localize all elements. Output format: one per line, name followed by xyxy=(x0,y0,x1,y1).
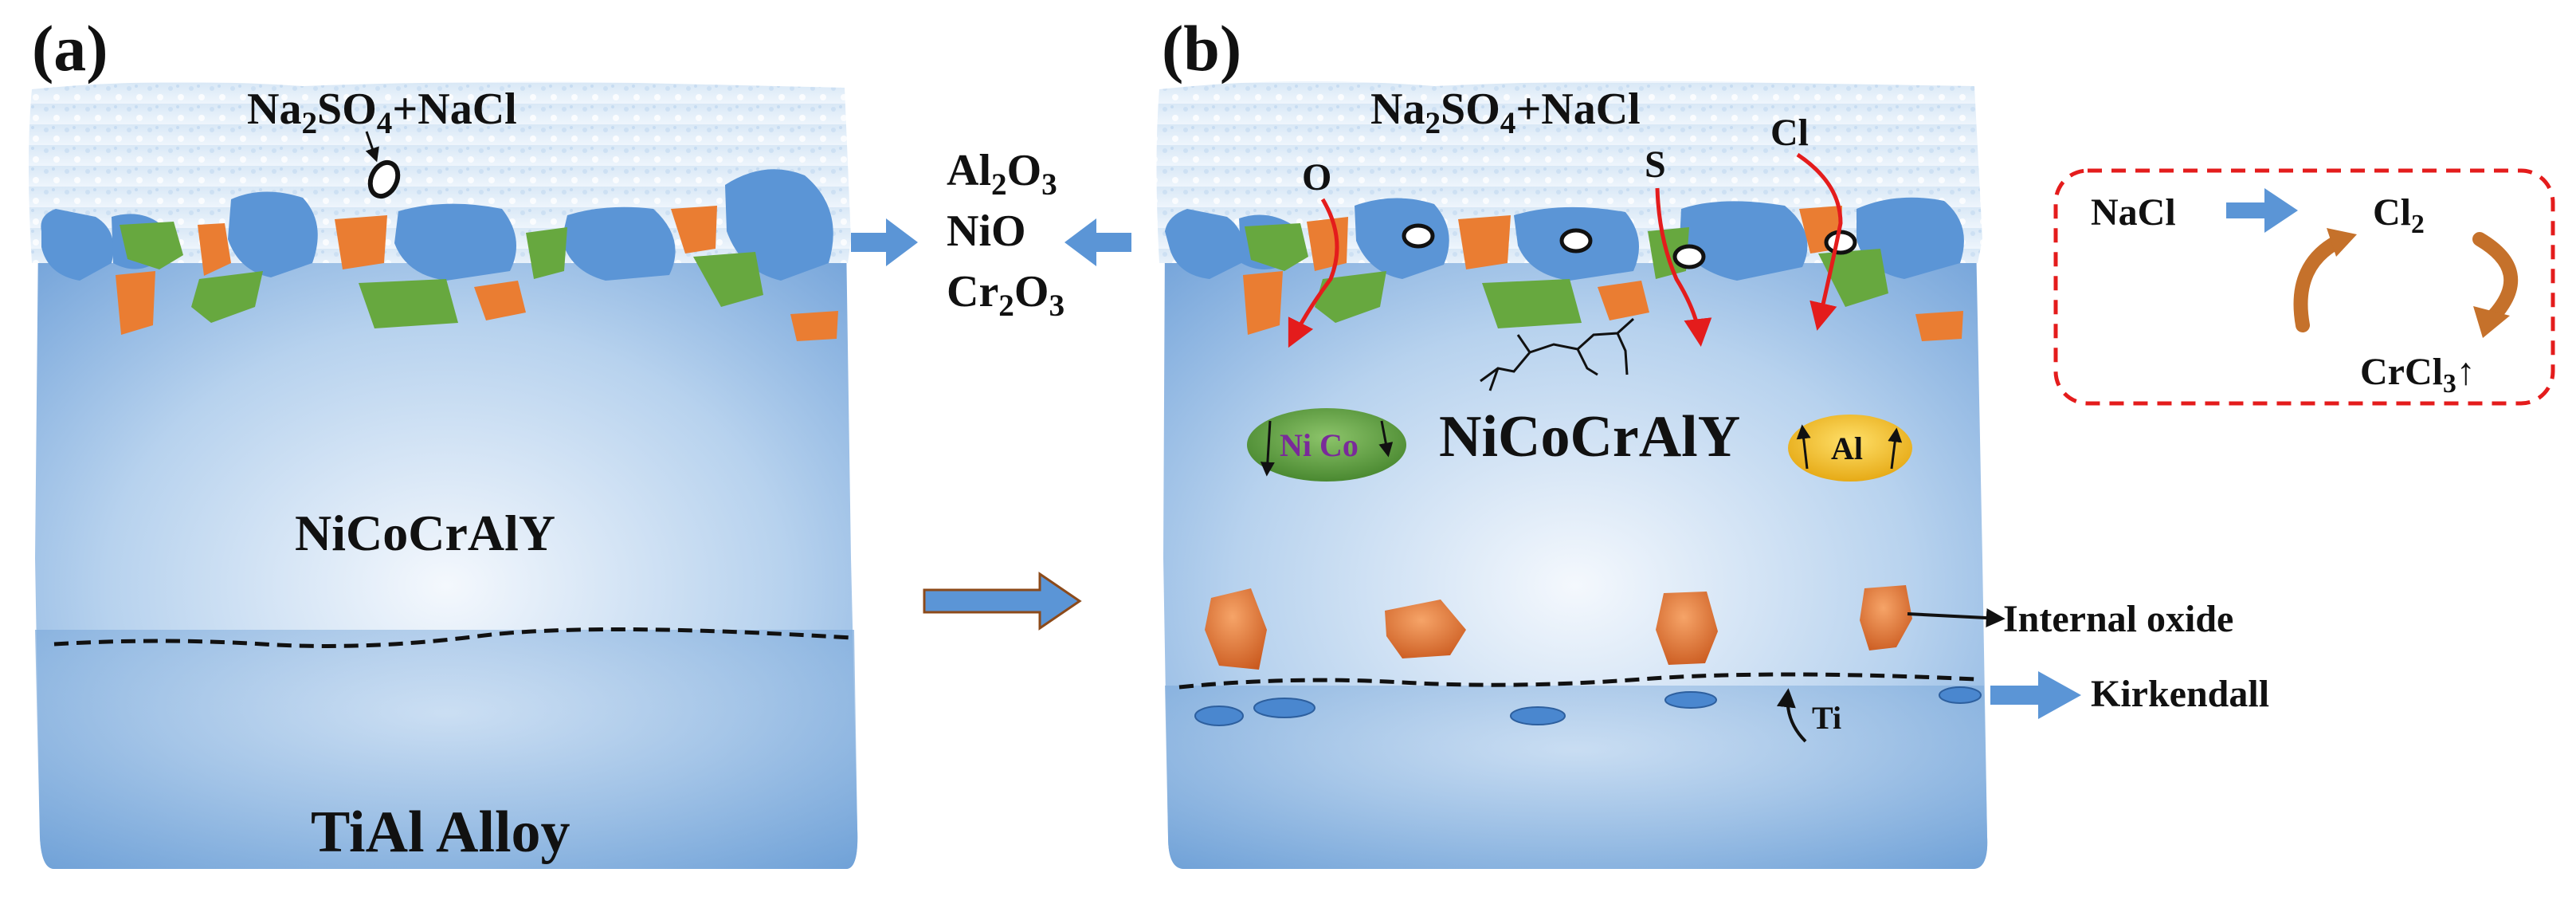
internal-oxide-label: Internal oxide xyxy=(2003,598,2233,640)
right-arrow-to-oxides xyxy=(851,218,918,266)
left-arrow-to-oxides xyxy=(1065,218,1131,266)
reaction-arrow xyxy=(2226,188,2298,233)
oxide-grain-orange xyxy=(1243,271,1283,335)
oxide-grain-blue xyxy=(562,206,676,281)
oxide-grain-green xyxy=(1818,249,1888,307)
oxide-grain-orange xyxy=(790,311,838,341)
reaction-crcl3: CrCl3↑ xyxy=(2360,351,2476,399)
panel-a-interface-line xyxy=(53,627,852,648)
ni-co-depletion-zone xyxy=(1247,408,1406,482)
species-o-label: O xyxy=(1302,156,1331,199)
oxide-void xyxy=(1672,244,1706,269)
panel-a-salt-label: Na2SO4+NaCl xyxy=(247,85,517,140)
transition-arrow xyxy=(923,572,1082,631)
chlorine-cycle-box: NaCl Cl2 CrCl3↑ xyxy=(2053,168,2555,406)
oxide-grain-green xyxy=(120,222,183,269)
internal-oxide-particle xyxy=(1656,592,1718,665)
species-cl-label: Cl xyxy=(1770,112,1809,154)
panel-a-substrate xyxy=(35,630,858,869)
oxide-grain-green xyxy=(693,252,763,307)
reaction-box-border xyxy=(2053,168,2555,406)
kirkendall-void xyxy=(1939,686,1982,704)
oxide-grain-orange xyxy=(1915,311,1963,341)
kirkendall-arrow xyxy=(1990,671,2081,719)
cycle-arrow-left-head xyxy=(2327,228,2357,257)
oxide-grain-green xyxy=(1482,279,1582,328)
oxide-void xyxy=(1559,228,1593,254)
oxide-grain-green xyxy=(191,271,263,323)
oxide-al2o3: Al2O3 xyxy=(947,146,1057,202)
al-label: Al xyxy=(1831,430,1863,466)
oxide-grain-green xyxy=(359,279,458,328)
cycle-arrow-right xyxy=(2472,232,2519,323)
panel-a: (a) Na2SO4+NaCl xyxy=(29,12,858,869)
oxide-grain-blue xyxy=(1355,198,1449,279)
panel-b: (b) xyxy=(1156,12,2269,869)
kirkendall-void xyxy=(1194,706,1244,726)
coating-crack xyxy=(1480,317,1635,391)
oxide-grain-blue xyxy=(1680,201,1808,281)
oxide-grain-orange xyxy=(474,281,526,320)
kirkendall-void xyxy=(1664,691,1717,709)
ti-label: Ti xyxy=(1812,700,1841,736)
oxide-nio: NiO xyxy=(947,206,1026,256)
panel-b-label: (b) xyxy=(1162,12,1241,85)
oxide-cr2o3: Cr2O3 xyxy=(947,267,1065,323)
internal-oxide-particle xyxy=(1860,585,1912,651)
panel-a-substrate-label: TiAl Alloy xyxy=(311,800,570,865)
panel-a-oxide-scale xyxy=(41,169,838,341)
oxide-grain-blue xyxy=(1857,197,1964,279)
species-s-label: S xyxy=(1645,143,1666,186)
ni-co-label: Ni Co xyxy=(1280,427,1359,463)
al-arrow-left xyxy=(1796,424,1811,470)
panel-b-substrate xyxy=(1165,686,1988,869)
oxide-grain-blue xyxy=(394,203,516,281)
cycle-arrow-right-head xyxy=(2473,306,2510,338)
internal-oxide-pointer xyxy=(1907,608,2006,628)
internal-oxide-particle xyxy=(1205,588,1267,670)
oxide-products: Al2O3 NiO Cr2O3 xyxy=(851,146,1131,631)
oxide-grain-green xyxy=(1245,223,1308,271)
kirkendall-void xyxy=(1510,706,1566,725)
reaction-cl2: Cl2 xyxy=(2373,191,2425,239)
kirkendall-label: Kirkendall xyxy=(2091,673,2269,715)
cycle-arrow-left xyxy=(2293,232,2350,332)
oxide-void xyxy=(1402,223,1435,249)
sulfur-diffusion-arrow xyxy=(1655,187,1712,347)
reaction-nacl: NaCl xyxy=(2091,191,2176,234)
oxide-grain-blue xyxy=(1165,209,1244,279)
oxide-grain-orange xyxy=(1598,281,1649,320)
oxide-grain-orange xyxy=(671,206,717,254)
panel-b-interface-line xyxy=(1178,672,1977,690)
oxide-grain-orange xyxy=(1458,215,1511,269)
panel-a-salt-pointer xyxy=(365,131,379,163)
panel-b-coating-label: NiCoCrAlY xyxy=(1439,404,1740,470)
ni-arrow xyxy=(1260,420,1275,477)
oxide-grain-blue xyxy=(41,209,114,281)
chlorine-diffusion-arrow xyxy=(1796,152,1843,331)
oxide-grain-orange xyxy=(116,271,155,335)
oxide-grain-orange xyxy=(198,223,231,276)
oxide-void xyxy=(1824,230,1857,255)
internal-oxide-group xyxy=(1205,585,1912,670)
internal-oxide-particle xyxy=(1385,599,1466,658)
al-depletion-zone xyxy=(1788,415,1912,482)
oxygen-diffusion-arrow xyxy=(1288,198,1339,348)
panel-a-salt-particle xyxy=(367,159,401,199)
kirkendall-voids xyxy=(1194,686,1982,726)
oxide-grain-orange xyxy=(335,215,387,269)
oxide-grain-green xyxy=(526,227,567,279)
ti-diffusion-arrow xyxy=(1776,688,1807,743)
co-arrow xyxy=(1378,420,1394,458)
panel-b-oxide-scale xyxy=(1165,197,1964,341)
oxide-grain-blue xyxy=(228,191,318,277)
oxide-grain-green xyxy=(1315,271,1386,323)
panel-a-coating-label: NiCoCrAlY xyxy=(295,505,555,561)
kirkendall-void xyxy=(1253,698,1315,718)
al-arrow-right xyxy=(1888,427,1903,470)
panel-a-label: (a) xyxy=(32,12,108,85)
